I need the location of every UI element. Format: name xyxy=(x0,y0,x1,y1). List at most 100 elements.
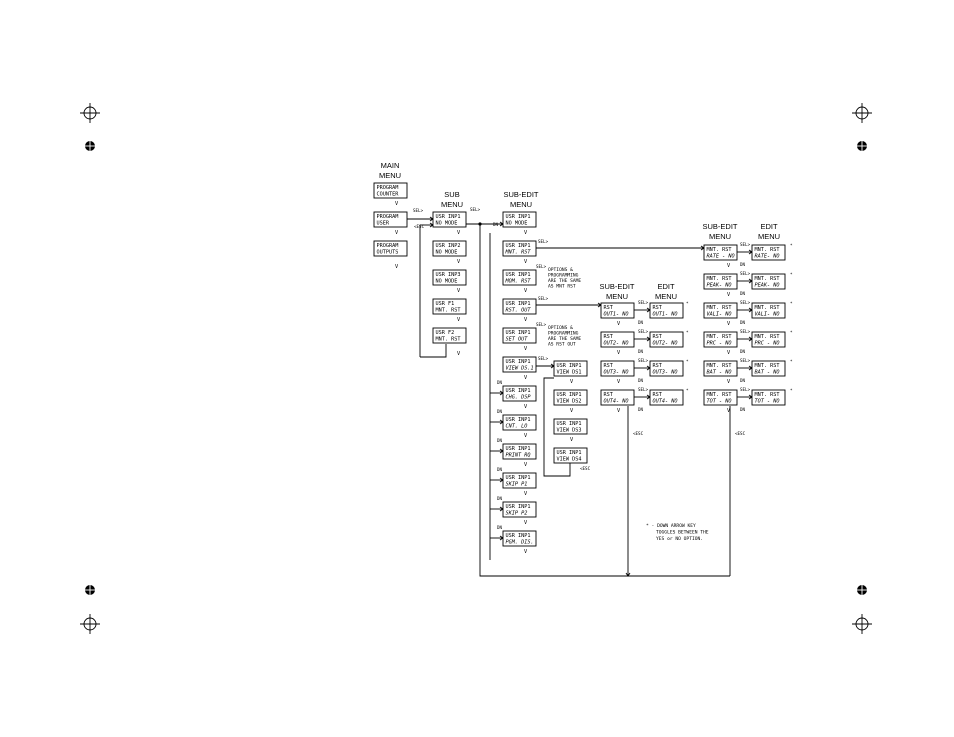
esc-label: <ESC xyxy=(735,431,746,436)
sub-edit-box-7-line1: USR INP1 xyxy=(506,388,531,394)
esc-label: <ESC xyxy=(414,224,425,229)
sub-menu-box-2-line1: USR INP2 xyxy=(436,243,461,249)
rst-sub-box-2-line2: OUT2- NO xyxy=(604,341,629,347)
sel-label-rst-3: SEL> xyxy=(638,358,649,363)
view-down-2: V xyxy=(570,408,573,414)
sub-edit-box-4 xyxy=(502,298,537,315)
view-box-2 xyxy=(553,389,588,406)
mnt-down-5: V xyxy=(727,379,730,385)
mnt-edit-box-5-line1: MNT. RST xyxy=(755,363,780,369)
sub-edit-box-6-line1: USR INP1 xyxy=(506,359,531,365)
mnt-sub-box-6-line1: MNT. RST xyxy=(707,392,732,398)
note-set-line-1: OPTIONS & xyxy=(548,325,573,331)
note-mom-line-4: AS MNT RST xyxy=(548,284,576,290)
main-menu-header-line2: MENU xyxy=(379,171,401,180)
mnt-edit-box-4-line2: PRC - NO xyxy=(755,341,780,347)
mnt-edit-box-2 xyxy=(751,273,786,290)
sub-edit-box-5 xyxy=(502,327,537,344)
mnt-down-6: V xyxy=(727,408,730,414)
rst-sub-box-1-line2: OUT1- NO xyxy=(604,312,629,318)
sub-edit-down-12: V xyxy=(524,549,527,555)
view-down-3: V xyxy=(570,437,573,443)
asterisk-rst-4: * xyxy=(686,388,689,393)
sel-label: SEL> xyxy=(536,264,547,269)
dn-label-mnt-3: DN xyxy=(740,320,746,325)
rst-edit-box-2-line2: OUT2- NO xyxy=(653,341,678,347)
asterisk-rst-1: * xyxy=(686,301,689,306)
view-box-1-line1: USR INP1 xyxy=(557,363,582,369)
dn-label-col-4: DN xyxy=(497,467,503,472)
rst-down-2: V xyxy=(617,350,620,356)
sub-edit-box-9 xyxy=(502,443,537,460)
mnt-edit-box-3-line1: MNT. RST xyxy=(755,305,780,311)
sel-label-mnt-5: SEL> xyxy=(740,358,751,363)
sub-menu-box-2-line2: NO MODE xyxy=(436,250,458,256)
sub-edit-box-10-line2: SKIP P1 xyxy=(506,482,528,488)
main-menu-box-1-line2: COUNTER xyxy=(377,192,400,198)
mnt-edit-box-6 xyxy=(751,389,786,406)
sel-label-rst-4: SEL> xyxy=(638,387,649,392)
mnt-edit-box-4-line1: MNT. RST xyxy=(755,334,780,340)
sub-edit-down-2: V xyxy=(524,259,527,265)
main-menu-box-2-line2: USER xyxy=(377,221,390,227)
sub-menu-box-1 xyxy=(432,211,467,228)
rst-down-4: V xyxy=(617,408,620,414)
edit-menu-header-2-line2: MENU xyxy=(655,292,677,301)
sub-menu-header-line2: MENU xyxy=(441,200,463,209)
note-set-line-4: AS RST OUT xyxy=(548,342,576,348)
rst-edit-box-4-line2: OUT4- NO xyxy=(653,399,678,405)
sel-label-mnt-3: SEL> xyxy=(740,300,751,305)
rst-down-3: V xyxy=(617,379,620,385)
sel-label: SEL> xyxy=(538,296,549,301)
sub-edit-box-7-line2: CHG. DSP xyxy=(506,395,532,401)
view-box-3-line2: VIEW DS3 xyxy=(557,428,582,434)
view-box-1-line2: VIEW DS1 xyxy=(557,370,582,376)
footnote-line-1: * - DOWN ARROW KEY xyxy=(646,523,696,529)
connector-line xyxy=(543,377,562,477)
sub-menu-box-1-line1: USR INP1 xyxy=(436,214,461,220)
rst-sub-box-3 xyxy=(600,360,635,377)
dn-label-mnt-5: DN xyxy=(740,378,746,383)
mnt-sub-box-2-line2: PEAK- NO xyxy=(707,283,732,289)
sub-edit-menu-header-2-line1: SUB-EDIT xyxy=(599,282,634,291)
note-set-line-2: PROGRAMMING xyxy=(548,331,579,337)
sub-edit-box-10-line1: USR INP1 xyxy=(506,475,531,481)
footnote-line-2: TOGGLES BETWEEN THE xyxy=(656,530,709,536)
rst-edit-box-4 xyxy=(649,389,684,406)
mnt-sub-box-1 xyxy=(703,244,738,261)
dn-label-mnt-2: DN xyxy=(740,291,746,296)
sub-edit-box-5-line1: USR INP1 xyxy=(506,330,531,336)
mnt-sub-box-5 xyxy=(703,360,738,377)
view-box-2-line2: VIEW DS2 xyxy=(557,399,582,405)
note-mom-line-2: PROGRAMMING xyxy=(548,273,579,279)
mnt-sub-box-6 xyxy=(703,389,738,406)
note-mom-line-1: OPTIONS & xyxy=(548,267,573,273)
mnt-down-4: V xyxy=(727,350,730,356)
sub-edit-menu-header-2-line2: MENU xyxy=(606,292,628,301)
mnt-edit-box-1-line2: RATE- NO xyxy=(755,254,780,260)
sel-label-mnt-4: SEL> xyxy=(740,329,751,334)
rst-edit-box-2-line1: RST xyxy=(653,334,662,340)
sub-edit-box-7 xyxy=(502,385,537,402)
mnt-edit-box-2-line1: MNT. RST xyxy=(755,276,780,282)
sub-menu-box-3 xyxy=(432,269,467,286)
sel-label-mnt-2: SEL> xyxy=(740,271,751,276)
view-box-4-line2: VIEW DS4 xyxy=(557,457,582,463)
sel-label-rst-2: SEL> xyxy=(638,329,649,334)
dn-label-mnt-4: DN xyxy=(740,349,746,354)
esc-label: <ESC xyxy=(580,466,591,471)
sub-edit-down-3: V xyxy=(524,288,527,294)
sub-edit-box-1-line2: NO MODE xyxy=(506,221,528,227)
mnt-sub-box-1-line1: MNT. RST xyxy=(707,247,732,253)
mnt-edit-box-5-line2: BAT - NO xyxy=(755,370,780,376)
sub-edit-box-10 xyxy=(502,472,537,489)
asterisk-rst-2: * xyxy=(686,330,689,335)
sub-edit-box-5-line2: SET OUT xyxy=(506,337,529,343)
dn-label-col-1: DN xyxy=(497,380,503,385)
sel-label-mnt-1: SEL> xyxy=(740,242,751,247)
sub-edit-down-4: V xyxy=(524,317,527,323)
sub-edit-box-11 xyxy=(502,501,537,518)
rst-edit-box-1 xyxy=(649,302,684,319)
mnt-down-3: V xyxy=(727,321,730,327)
